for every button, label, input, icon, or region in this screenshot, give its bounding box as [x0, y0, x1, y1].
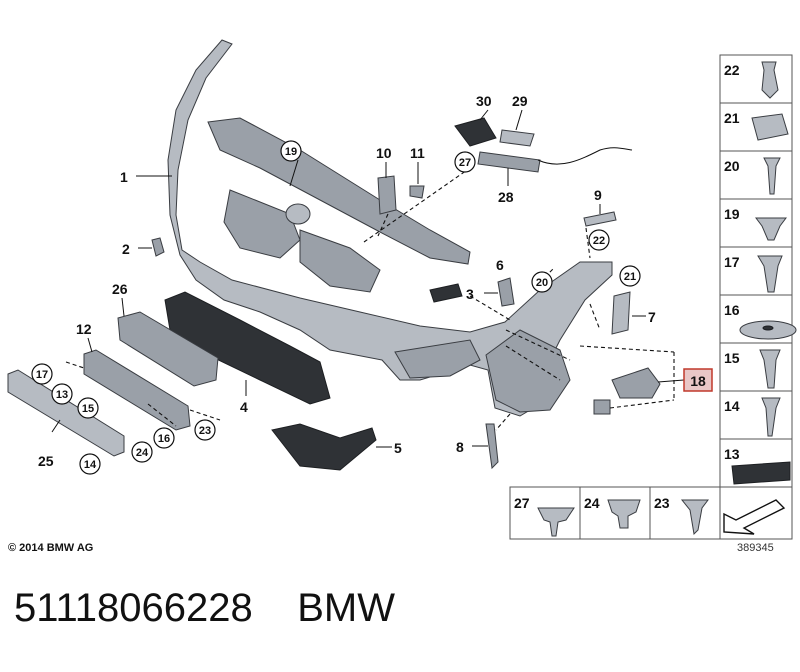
label-5: 5 — [394, 440, 402, 456]
circle-label-27: 27 — [459, 157, 471, 169]
pad-13-icon — [731, 461, 791, 485]
label-10: 10 — [376, 145, 392, 161]
circle-label-21: 21 — [624, 271, 636, 283]
label-4: 4 — [240, 399, 248, 415]
label-26: 26 — [112, 281, 128, 297]
part-11-bracket — [409, 185, 425, 199]
bottom-label-24: 24 — [584, 495, 600, 511]
part-7-trim — [611, 291, 631, 335]
circle-label-19: 19 — [285, 146, 297, 158]
part-18-clip — [593, 399, 611, 415]
bottom-label-23: 23 — [654, 495, 670, 511]
part-18-bracket — [611, 367, 661, 399]
bottom-label-27: 27 — [514, 495, 530, 511]
label-2: 2 — [122, 241, 130, 257]
label-30: 30 — [476, 93, 492, 109]
side-label-15: 15 — [724, 350, 740, 366]
label-7: 7 — [648, 309, 656, 325]
main-labels: 1 2 3 4 5 6 7 8 9 10 11 12 25 26 28 29 3… — [38, 93, 656, 469]
circle-label-14: 14 — [84, 459, 97, 471]
side-label-13: 13 — [724, 446, 740, 462]
part-12-plate — [83, 349, 191, 431]
svg-text:18: 18 — [690, 373, 706, 389]
push-rivet-icon — [761, 61, 779, 99]
label-8: 8 — [456, 439, 464, 455]
label-9: 9 — [594, 187, 602, 203]
corner-arrow-icon — [723, 499, 786, 535]
side-label-22: 22 — [724, 62, 740, 78]
part-6-bracket — [497, 277, 515, 307]
label-3: 3 — [466, 286, 474, 302]
circle-label-24: 24 — [136, 447, 149, 459]
circle-label-13: 13 — [56, 389, 68, 401]
sensor-wire — [537, 147, 633, 165]
label-29: 29 — [512, 93, 528, 109]
part-3-cover — [429, 283, 463, 303]
part-10-bracket — [377, 175, 397, 215]
part-29-pad — [499, 129, 535, 147]
circle-label-22: 22 — [593, 235, 605, 247]
part-25-plate — [7, 369, 125, 457]
screw-19-icon — [755, 217, 787, 241]
side-label-20: 20 — [724, 158, 740, 174]
document-number: 389345 — [737, 542, 774, 554]
circle-label-16: 16 — [158, 433, 170, 445]
label-1: 1 — [120, 169, 128, 185]
label-28: 28 — [498, 189, 514, 205]
part-26-plate — [117, 311, 219, 387]
screw-15-icon — [759, 349, 781, 389]
side-label-14: 14 — [724, 398, 740, 414]
copyright-notice: © 2014 BMW AG — [8, 542, 94, 554]
screw-20-icon — [763, 157, 781, 195]
part-number-caption: 51118066228 BMW — [14, 586, 395, 630]
side-label-16: 16 — [724, 302, 740, 318]
washer-16-hole-icon — [762, 325, 774, 331]
screw-23-icon — [680, 499, 709, 536]
circled-labels: 19 27 22 20 21 17 13 15 14 24 16 23 — [31, 140, 641, 475]
front-bumper-cover — [167, 39, 613, 417]
label-25: 25 — [38, 453, 54, 469]
label-11: 11 — [410, 145, 425, 161]
part-30-sensor — [454, 117, 497, 147]
circle-label-15: 15 — [82, 403, 94, 415]
circle-label-17: 17 — [36, 369, 48, 381]
part-28-holder — [477, 151, 541, 173]
fastener-bottom-panel: 27 24 23 — [509, 486, 721, 540]
circle-label-23: 23 — [199, 425, 211, 437]
screw-24-icon — [607, 499, 641, 529]
screw-14-icon — [761, 397, 781, 437]
label-6: 6 — [496, 257, 504, 273]
label-12: 12 — [76, 321, 92, 337]
side-label-21: 21 — [724, 110, 740, 126]
side-label-17: 17 — [724, 254, 740, 270]
part-2-clip — [151, 237, 165, 257]
part-9-strip — [583, 211, 617, 227]
screw-17-icon — [757, 255, 783, 293]
fastener-side-panel: 22 21 20 19 17 16 15 14 13 — [719, 54, 797, 540]
side-label-19: 19 — [724, 206, 740, 222]
circle-label-20: 20 — [536, 277, 548, 289]
highlight-label-18[interactable]: 18 — [683, 368, 713, 392]
screw-27-icon — [537, 507, 575, 537]
clip-nut-icon — [751, 113, 789, 141]
leader-lines — [51, 109, 685, 448]
part-5-grille — [271, 423, 377, 471]
part-8-bracket — [485, 423, 499, 470]
